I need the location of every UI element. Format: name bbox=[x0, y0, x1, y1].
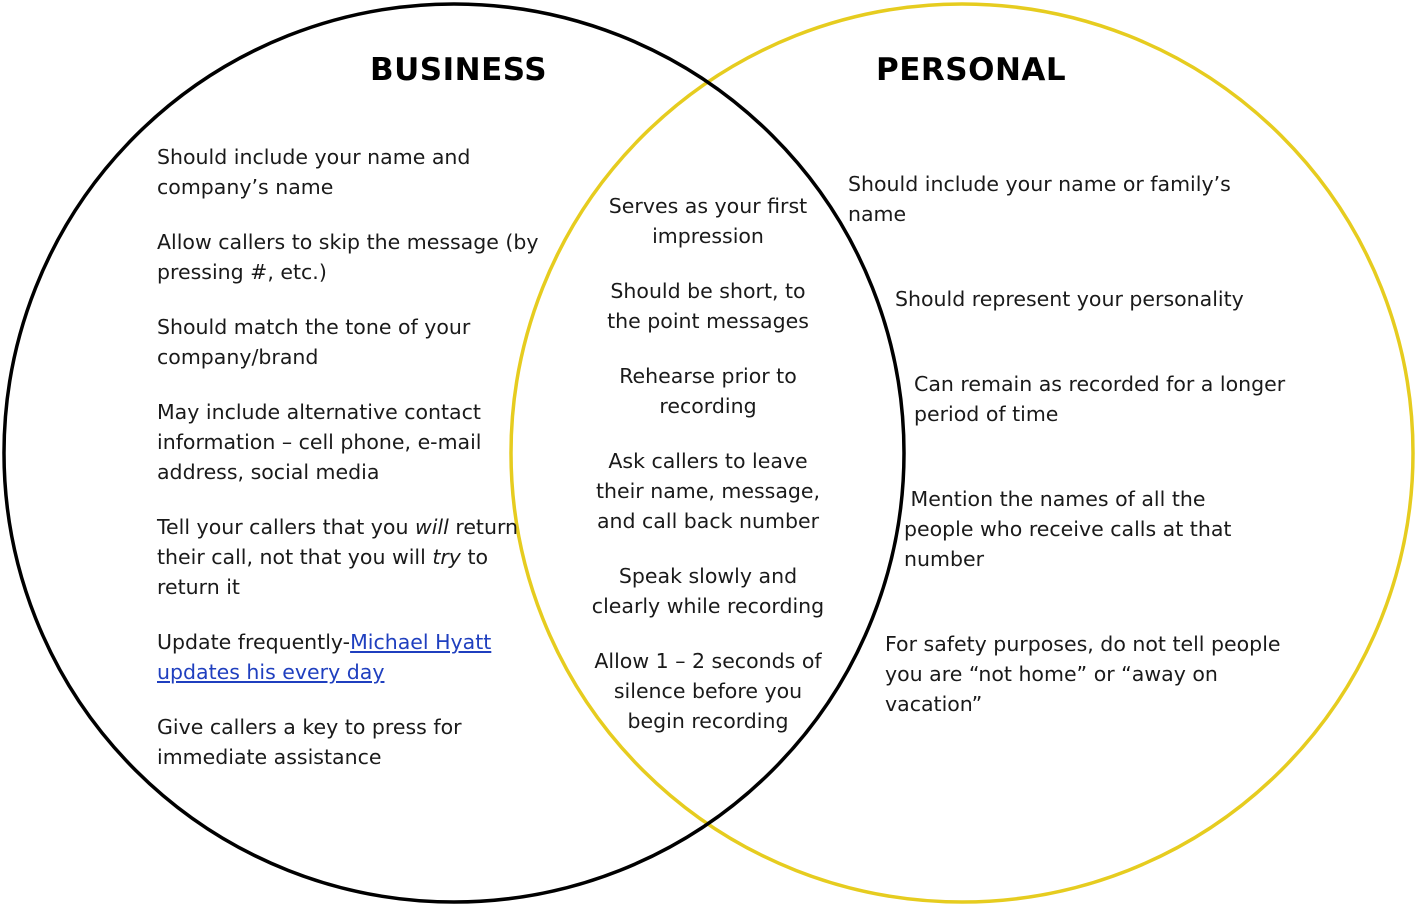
business-item-skip: Allow callers to skip the message (by pr… bbox=[157, 230, 539, 284]
business-item-name: Should include your name and company’s n… bbox=[157, 145, 471, 199]
personal-circle bbox=[509, 2, 1415, 904]
personal-item-longer: Can remain as recorded for a longer peri… bbox=[914, 372, 1286, 426]
business-item-tone: Should match the tone of your company/br… bbox=[157, 315, 471, 369]
personal-title: PERSONAL bbox=[876, 52, 1067, 88]
shared-item-first-impression: Serves as your first impression bbox=[608, 194, 808, 248]
personal-item-name: Should include your name or family’s nam… bbox=[848, 172, 1231, 226]
shared-item-rehearse: Rehearse prior to recording bbox=[619, 364, 797, 418]
shared-item-silence: Allow 1 – 2 seconds of silence before yo… bbox=[594, 649, 822, 733]
business-title: BUSINESS bbox=[370, 52, 548, 88]
michael-hyatt-link-continued[interactable]: updates his every day bbox=[157, 660, 385, 684]
business-item-return-call: Tell your callers that you will return t… bbox=[157, 515, 519, 599]
business-circle bbox=[2, 2, 906, 904]
michael-hyatt-link[interactable]: Michael Hyatt bbox=[350, 630, 492, 654]
business-item-update: Update frequently-Michael Hyatt updates … bbox=[157, 630, 492, 684]
business-item-key: Give callers a key to press for immediat… bbox=[157, 715, 462, 769]
shared-item-ask-callers: Ask callers to leave their name, message… bbox=[595, 449, 821, 533]
business-item-contact: May include alternative contact informat… bbox=[157, 400, 482, 484]
personal-item-safety: For safety purposes, do not tell people … bbox=[885, 632, 1281, 716]
personal-item-names: Mention the names of all the people who … bbox=[904, 487, 1232, 571]
shared-item-speak-slowly: Speak slowly and clearly while recording bbox=[591, 564, 825, 618]
personal-item-personality: Should represent your personality bbox=[895, 287, 1244, 311]
shared-item-short: Should be short, to the point messages bbox=[607, 279, 809, 333]
